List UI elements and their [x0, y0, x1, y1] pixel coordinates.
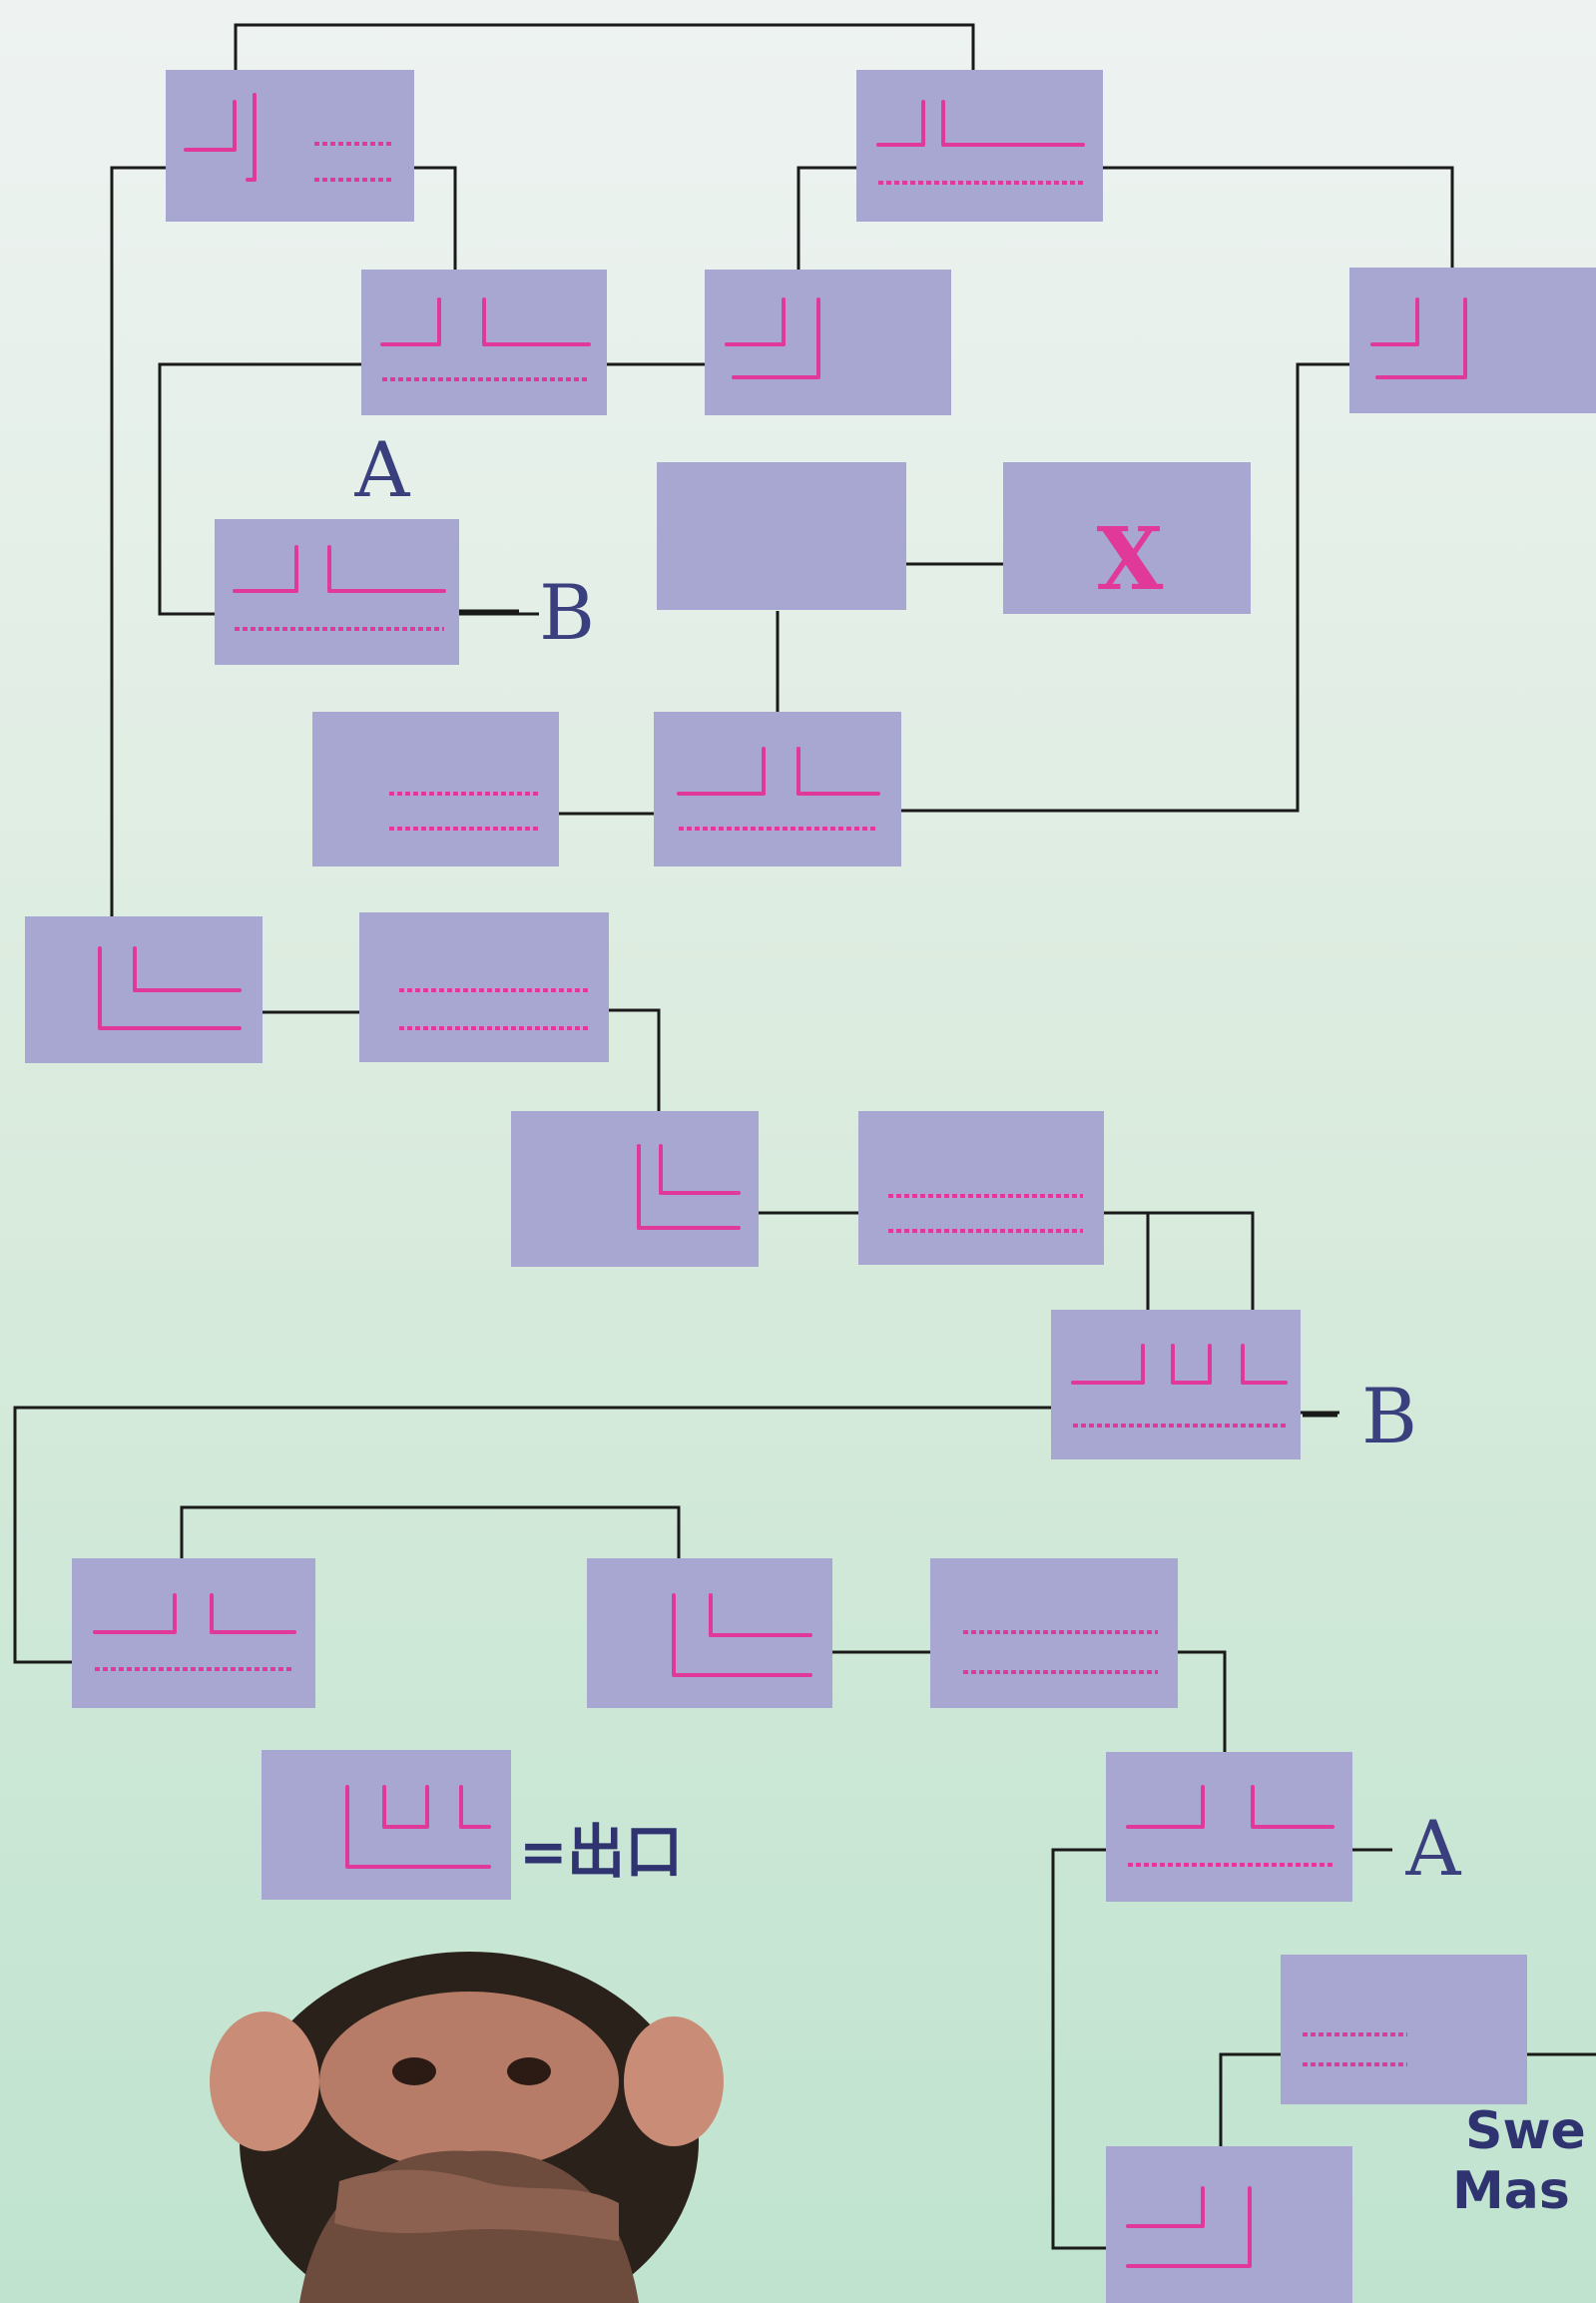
room-02: [856, 70, 1103, 222]
room-06: [215, 519, 459, 665]
room-05: [1349, 268, 1596, 413]
room-10: [25, 916, 263, 1063]
room-04: [705, 270, 951, 415]
room-18: [262, 1750, 511, 1900]
room-03: [361, 270, 607, 415]
room-15: [72, 1558, 315, 1708]
room-12: [511, 1111, 759, 1267]
room-13: [858, 1111, 1104, 1265]
room-20: [1281, 1955, 1527, 2104]
room-19: [1106, 1752, 1352, 1902]
label-b-top: B: [539, 568, 595, 657]
exit-equals: =: [519, 1818, 568, 1886]
exit-label: 出口: [567, 1818, 683, 1886]
room-17: [930, 1558, 1178, 1708]
cut-text-line1: Swe: [1465, 2101, 1586, 2161]
room-14: [1051, 1310, 1301, 1459]
chimpanzee-photo: [170, 1932, 769, 2303]
label-b-mid: B: [1361, 1372, 1417, 1460]
room-x: X: [1003, 462, 1251, 614]
room-16: [587, 1558, 832, 1708]
cut-text-line2: Mas: [1452, 2161, 1570, 2221]
room-09: [654, 712, 901, 866]
room-x-label: X: [1097, 509, 1164, 610]
room-07: [657, 462, 906, 610]
label-a-bottom: A: [1405, 1804, 1462, 1893]
room-01: [166, 70, 414, 222]
room-08: [312, 712, 559, 866]
label-a-top: A: [354, 425, 411, 514]
room-21: [1106, 2146, 1352, 2303]
room-11: [359, 912, 609, 1062]
